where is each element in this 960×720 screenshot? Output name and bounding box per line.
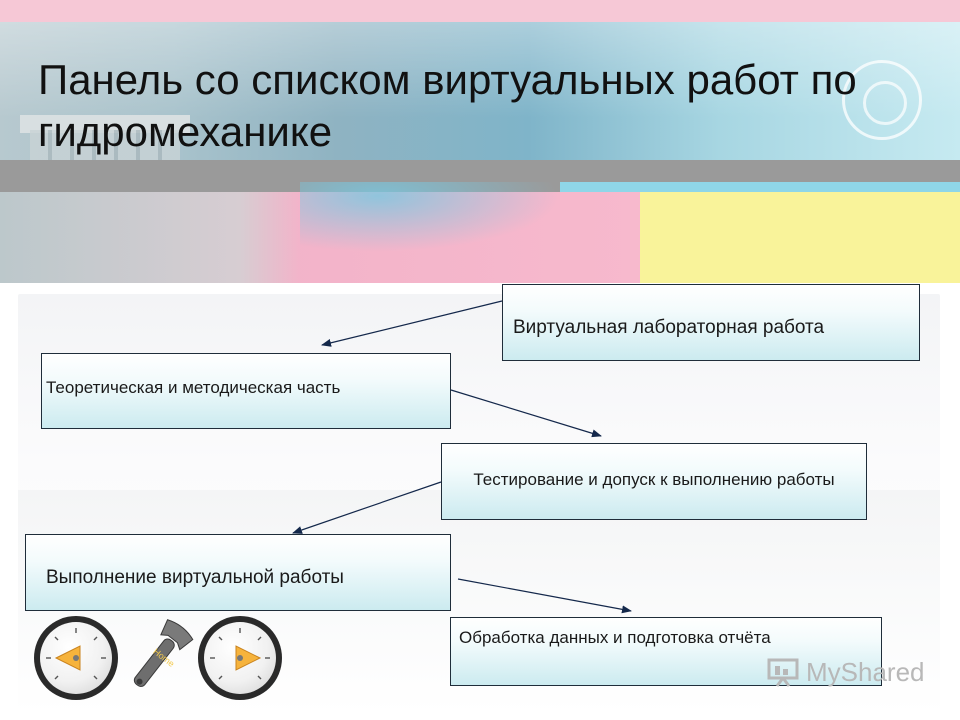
node-perform-work[interactable]: Выполнение виртуальной работы	[25, 534, 451, 611]
watermark-text: MyShared	[806, 656, 925, 687]
banner-photo-lower	[0, 192, 300, 283]
banner-wave	[300, 182, 560, 252]
node-testing-admission[interactable]: Тестирование и допуск к выполнению работ…	[441, 443, 867, 520]
node-virtual-lab-work[interactable]: Виртуальная лабораторная работа	[502, 284, 920, 361]
myshared-watermark: MyShared	[766, 655, 925, 689]
header-banner	[0, 0, 960, 283]
gauge-forward-dial	[210, 628, 270, 680]
banner-yellow-block	[640, 192, 960, 283]
banner-cyan-band	[560, 182, 960, 194]
gauge-back-icon[interactable]	[34, 616, 118, 700]
node-label: Выполнение виртуальной работы	[46, 567, 344, 588]
node-label: Теоретическая и методическая часть	[46, 378, 341, 397]
banner-building-roof	[20, 115, 190, 133]
node-data-report[interactable]: Обработка данных и подготовка отчёта	[450, 617, 882, 686]
node-theory-method[interactable]: Теоретическая и методическая часть	[41, 353, 451, 429]
presentation-board-icon	[767, 658, 799, 687]
wrench-home-icon[interactable]: Home	[118, 618, 198, 698]
node-label: Тестирование и допуск к выполнению работ…	[473, 470, 835, 489]
node-label: Обработка данных и подготовка отчёта	[459, 628, 771, 647]
gauge-forward-icon[interactable]	[198, 616, 282, 700]
slide-title: Панель со списком виртуальных работ по г…	[38, 56, 857, 155]
gauge-back-dial	[46, 628, 106, 680]
banner-pink-stripe	[0, 0, 960, 26]
banner-gear-decoration	[842, 60, 922, 140]
node-label: Виртуальная лабораторная работа	[513, 317, 825, 338]
